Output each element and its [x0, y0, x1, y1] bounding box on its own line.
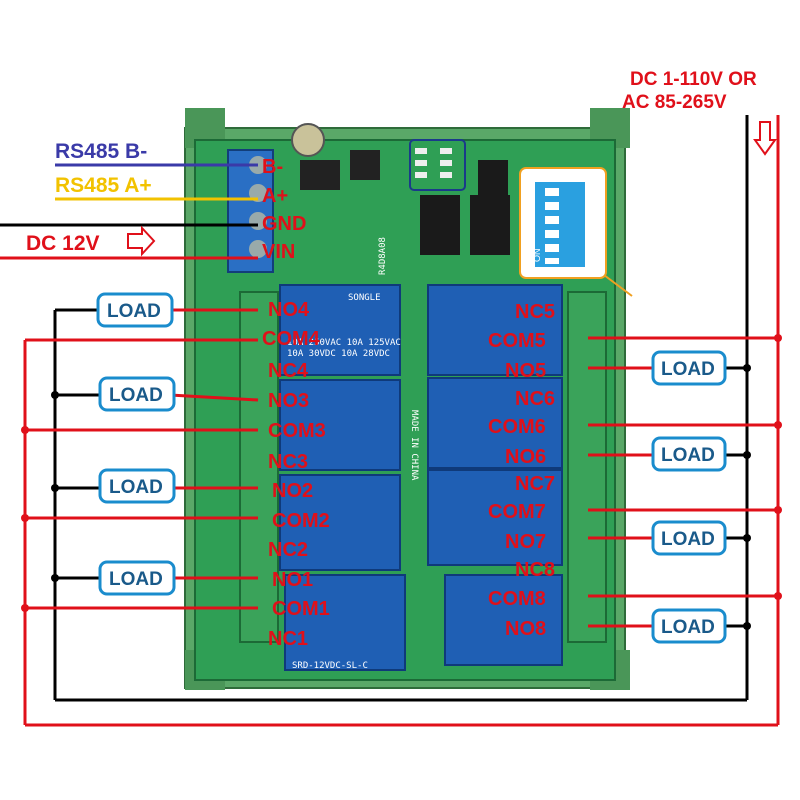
terminal-label-no7: NO7 [505, 531, 546, 553]
terminal-label-gnd: GND [262, 213, 306, 235]
dip-on-label: ON [532, 249, 542, 263]
load-label: LOAD [107, 301, 161, 322]
terminal-label-com7: COM7 [488, 501, 546, 523]
terminal-label-a: A+ [262, 185, 288, 207]
terminal-label-com4: COM4 [262, 328, 321, 350]
load-box-left-4: LOAD [98, 560, 176, 596]
made-in-text: MADE IN CHINA [409, 410, 419, 481]
board-model-text: R4D8A08 [378, 237, 388, 275]
terminal-label-no4: NO4 [268, 299, 310, 321]
terminal-label-nc4: NC4 [268, 360, 309, 382]
terminal-label-no3: NO3 [268, 390, 309, 412]
terminal-label-nc5: NC5 [515, 301, 555, 323]
power-supply-label: DC 1-110V OR AC 85-265V [622, 69, 757, 113]
terminal-label-no1: NO1 [272, 569, 313, 591]
right-relay-labels: NC5 COM5 NO5 NC6 COM6 NO6 NC7 COM7 NO7 N… [488, 301, 555, 640]
terminal-label-nc6: NC6 [515, 388, 555, 410]
terminal-label-nc7: NC7 [515, 473, 555, 495]
terminal-label-nc1: NC1 [268, 628, 308, 650]
terminal-label-no5: NO5 [505, 360, 546, 382]
load-box-right-1: LOAD [651, 350, 727, 386]
load-box-right-2: LOAD [651, 436, 727, 472]
rs485-b-label: RS485 B- [55, 140, 147, 163]
load-label: LOAD [661, 445, 715, 466]
dip-switch-block: ON [519, 167, 633, 297]
load-label: LOAD [109, 385, 163, 406]
terminal-label-no6: NO6 [505, 446, 546, 468]
relay-rating-text-1: 10A 250VAC 10A 125VAC [287, 338, 401, 348]
input-terminal-labels: B- A+ GND VIN [262, 156, 306, 263]
terminal-label-com6: COM6 [488, 416, 546, 438]
relay-model-text: SRD-12VDC-SL-C [292, 661, 368, 671]
load-label: LOAD [109, 477, 163, 498]
load-box-left-3: LOAD [98, 468, 176, 504]
load-box-right-4: LOAD [651, 608, 727, 644]
terminal-label-vin: VIN [262, 241, 295, 263]
terminal-label-nc3: NC3 [268, 451, 308, 473]
terminal-label-com2: COM2 [272, 510, 330, 532]
load-label: LOAD [109, 569, 163, 590]
terminal-label-no8: NO8 [505, 618, 546, 640]
input-labels: RS485 B- RS485 A+ DC 12V [26, 140, 152, 255]
relay-terminal-strips [239, 291, 607, 643]
dc12v-label: DC 12V [26, 232, 100, 255]
relay-brand-text: SONGLE [348, 293, 381, 303]
left-relay-labels: NO4 COM4 NC4 NO3 COM3 NC3 NO2 COM2 NC2 N… [262, 299, 330, 650]
power-label-line2: AC 85-265V [622, 92, 727, 113]
load-box-left-2: LOAD [98, 376, 176, 412]
load-label: LOAD [661, 529, 715, 550]
terminal-label-no2: NO2 [272, 480, 313, 502]
control-electronics: R4D8A08 [291, 123, 510, 275]
terminal-label-com3: COM3 [268, 420, 326, 442]
terminal-label-b: B- [262, 156, 283, 178]
terminal-label-com1: COM1 [272, 598, 330, 620]
terminal-label-com5: COM5 [488, 330, 546, 352]
terminal-label-com8: COM8 [488, 588, 546, 610]
terminal-label-nc8: NC8 [515, 559, 555, 581]
rs485-a-label: RS485 A+ [55, 174, 152, 197]
terminal-label-nc2: NC2 [268, 539, 308, 561]
relays: SONGLE 10A 250VAC 10A 125VAC 10A 30VDC 1… [279, 284, 563, 671]
relay-rating-text-2: 10A 30VDC 10A 28VDC [287, 349, 390, 359]
load-label: LOAD [661, 617, 715, 638]
load-box-right-3: LOAD [651, 520, 727, 556]
load-label: LOAD [661, 359, 715, 380]
load-box-left-1: LOAD [96, 292, 174, 328]
power-label-line1: DC 1-110V OR [630, 69, 757, 90]
